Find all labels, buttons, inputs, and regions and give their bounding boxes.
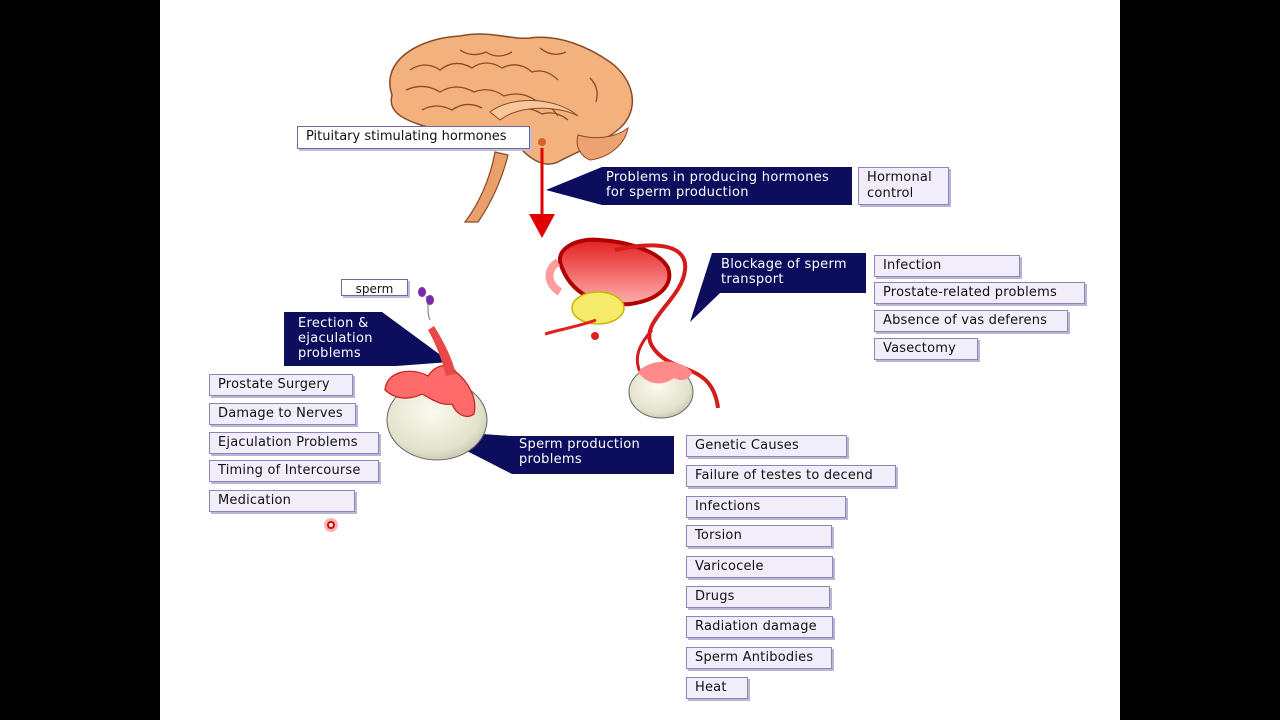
erection-callout: Erection & ejaculation problems xyxy=(298,316,398,361)
erection-callout-shape xyxy=(284,312,450,366)
production-cause-item: Drugs xyxy=(686,586,830,608)
callout-line: transport xyxy=(721,272,784,287)
callout-line: Problems in producing hormones xyxy=(606,170,830,185)
callout-line: Blockage of sperm xyxy=(721,257,847,272)
production-cause-item: Varicocele xyxy=(686,556,833,578)
blockage-cause-item: Vasectomy xyxy=(874,338,978,360)
hormonal-control-line: Hormonal xyxy=(867,170,932,185)
callout-line: Sperm production xyxy=(519,437,641,452)
hormone-problems-callout: Problems in producing hormones for sperm… xyxy=(606,170,846,200)
slide: Pituitary stimulating hormones Problems … xyxy=(160,0,1120,720)
pituitary-label: Pituitary stimulating hormones xyxy=(297,126,530,149)
erection-cause-item: Medication xyxy=(209,490,355,512)
testis-illustration xyxy=(384,287,488,461)
callout-line: Erection & xyxy=(298,316,369,331)
production-cause-item: Heat xyxy=(686,677,748,699)
production-cause-item: Genetic Causes xyxy=(686,435,847,457)
erection-cause-item: Prostate Surgery xyxy=(209,374,353,396)
hormonal-control-box: Hormonal control xyxy=(858,167,949,205)
callout-line: problems xyxy=(519,452,582,467)
blockage-cause-item: Infection xyxy=(874,255,1020,277)
red-arrow-icon xyxy=(529,148,555,238)
hormone-callout-shape xyxy=(546,167,852,205)
sperm-production-callout: Sperm production problems xyxy=(519,437,669,467)
blockage-callout-shape xyxy=(690,253,866,322)
reproductive-tract-illustration xyxy=(544,237,720,419)
production-cause-item: Sperm Antibodies xyxy=(686,647,832,669)
production-cause-item: Radiation damage xyxy=(686,616,833,638)
production-cause-item: Failure of testes to decend xyxy=(686,465,896,487)
blockage-cause-item: Absence of vas deferens xyxy=(874,310,1068,332)
erection-cause-item: Damage to Nerves xyxy=(209,403,356,425)
blockage-cause-item: Prostate-related problems xyxy=(874,282,1085,304)
sperm-production-callout-shape xyxy=(426,430,674,474)
blockage-callout: Blockage of sperm transport xyxy=(721,257,861,287)
callout-line: for sperm production xyxy=(606,185,749,200)
production-cause-item: Infections xyxy=(686,496,846,518)
callout-line: ejaculation xyxy=(298,331,373,346)
callout-line: problems xyxy=(298,346,361,361)
hormonal-control-line: control xyxy=(867,186,914,201)
erection-cause-item: Ejaculation Problems xyxy=(209,432,379,454)
erection-cause-item: Timing of Intercourse xyxy=(209,460,379,482)
production-cause-item: Torsion xyxy=(686,525,832,547)
pointer-cursor-icon xyxy=(324,518,338,532)
sperm-label: sperm xyxy=(341,279,408,296)
